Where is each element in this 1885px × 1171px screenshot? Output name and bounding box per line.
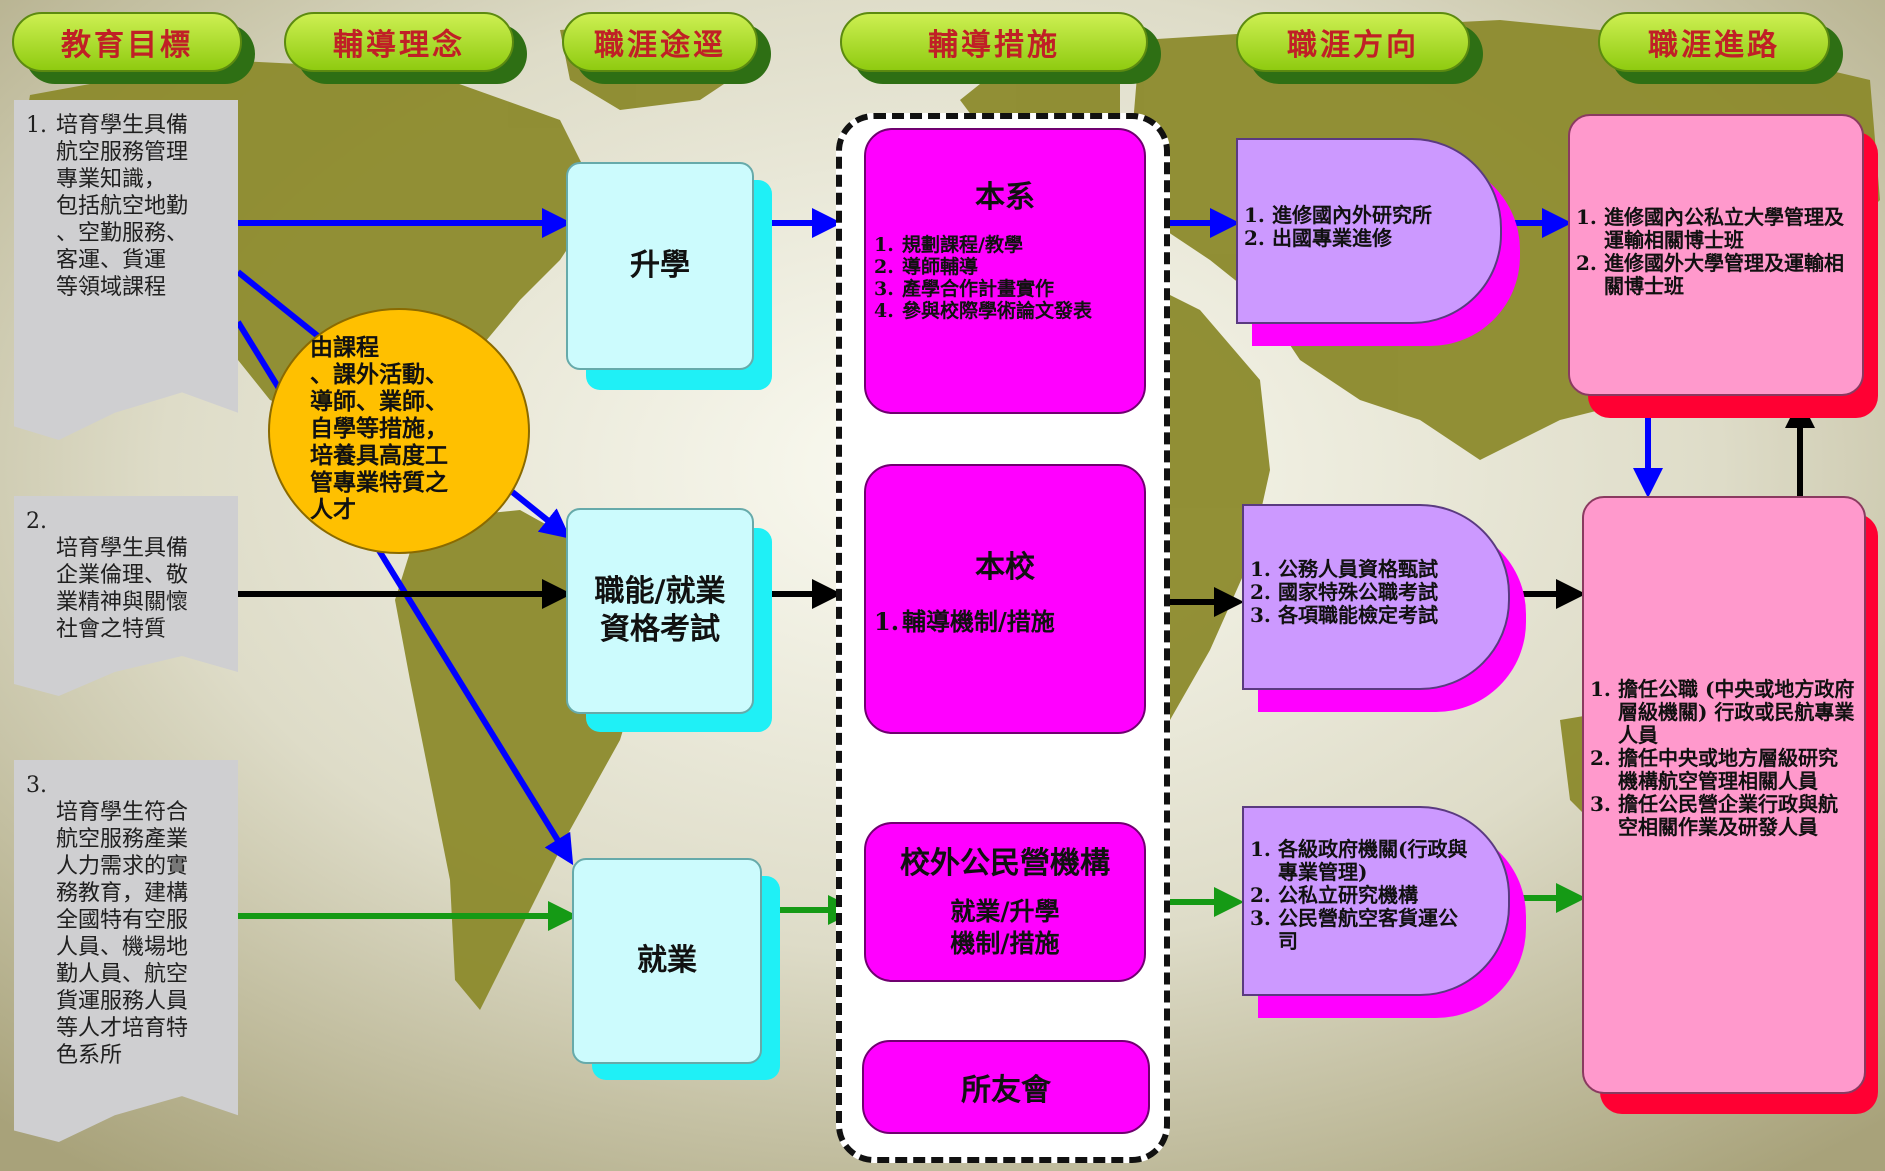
header-paths: 職涯途逕 (562, 12, 771, 84)
goal-3-number: 3. (26, 773, 47, 798)
career-2-item: 1.擔任公職 (中央或地方政府層級機關) 行政或民航專業人員 (1590, 677, 1855, 747)
direction-2-item: 3.各項職能檢定考試 (1250, 603, 1438, 627)
goal-box-3: 3. 培育學生符合 航空服務產業 人力需求的實 務教育，建構 全國特有空服 人員… (14, 760, 238, 1142)
measure-alumni: 所友會 (862, 1040, 1150, 1134)
direction-3-item: 1.各級政府機關(行政與專業管理) (1250, 837, 1468, 884)
direction-2-item: 1.公務人員資格甄試 (1250, 557, 1438, 581)
header-goals: 教育目標 (12, 12, 255, 84)
direction-3-item: 2.公私立研究機構 (1250, 883, 1418, 907)
goal-3-text: 培育學生符合 航空服務產業 人力需求的實 務教育，建構 全國特有空服 人員、機場… (56, 800, 189, 1068)
measure-dept: 本系 1.規劃課程/教學 2.導師輔導 3.產學合作計畫實作 4.參與校際學術論… (864, 128, 1146, 414)
direction-1-item: 2.出國專業進修 (1244, 226, 1392, 250)
measure-alumni-title: 所友會 (961, 1073, 1051, 1108)
direction-1-item: 1.進修國內外研究所 (1244, 203, 1432, 227)
measure-dept-item: 1.規劃課程/教學 (874, 234, 1023, 256)
direction-box-2: 1.公務人員資格甄試 2.國家特殊公職考試 3.各項職能檢定考試 (1242, 504, 1510, 690)
goal-box-1: 1. 培育學生具備 航空服務管理 專業知識， 包括航空地勤 、空勤服務、 客運、… (14, 100, 238, 440)
header-paths-label: 職涯途逕 (594, 28, 726, 63)
career-1-item: 2.進修國外大學管理及運輸相關博士班 (1576, 251, 1844, 298)
path-box-employment: 就業 (572, 858, 762, 1064)
goal-1-number: 1. (26, 113, 47, 138)
header-goals-label: 教育目標 (61, 28, 193, 63)
measure-external-sub: 就業/升學 機制/措施 (950, 897, 1060, 958)
direction-box-1: 1.進修國內外研究所 2.出國專業進修 (1236, 138, 1502, 324)
path-box-exams: 職能/就業 資格考試 (566, 508, 754, 714)
header-directions-label: 職涯方向 (1287, 28, 1419, 63)
measure-external: 校外公民營機構 就業/升學 機制/措施 (864, 822, 1146, 982)
measure-dept-item: 2.導師輔導 (874, 256, 979, 278)
measure-dept-item: 4.參與校際學術論文發表 (874, 300, 1093, 322)
measure-dept-item: 3.產學合作計畫實作 (874, 278, 1055, 300)
career-2-item: 3.擔任公民營企業行政與航空相關作業及研發人員 (1590, 792, 1838, 839)
measure-school: 本校 1.輔導機制/措施 (864, 464, 1146, 734)
career-box-2: 1.擔任公職 (中央或地方政府層級機關) 行政或民航專業人員 2.擔任中央或地方… (1582, 496, 1866, 1094)
header-concept-label: 輔導理念 (333, 28, 465, 63)
header-measures: 輔導措施 (840, 12, 1161, 84)
career-1-item: 1.進修國內公私立大學管理及運輸相關博士班 (1576, 205, 1844, 252)
direction-3-item: 3.公民營航空客貨運公司 (1250, 906, 1458, 953)
goal-2-text: 培育學生具備 企業倫理、敬 業精神與關懷 社會之特質 (56, 536, 189, 642)
goal-1-text: 培育學生具備 航空服務管理 專業知識， 包括航空地勤 、空勤服務、 客運、貨運 … (56, 113, 189, 300)
goal-2-number: 2. (26, 509, 47, 534)
header-directions: 職涯方向 (1236, 12, 1483, 84)
concept-circle: 由課程 、課外活動、 導師、業師、 自學等措施， 培養具高度工 管專業特質之 人… (268, 308, 530, 554)
measure-school-title: 本校 (975, 550, 1035, 585)
header-careers: 職涯進路 (1598, 12, 1843, 84)
career-box-1: 1.進修國內公私立大學管理及運輸相關博士班 2.進修國外大學管理及運輸相關博士班 (1568, 114, 1864, 396)
direction-box-3: 1.各級政府機關(行政與專業管理) 2.公私立研究機構 3.公民營航空客貨運公司 (1242, 806, 1510, 996)
header-measures-label: 輔導措施 (928, 28, 1060, 63)
direction-2-item: 2.國家特殊公職考試 (1250, 580, 1438, 604)
path-box-higher-ed: 升學 (566, 162, 754, 370)
career-2-item: 2.擔任中央或地方層級研究機構航空管理相關人員 (1590, 746, 1838, 793)
measure-school-item: 1.輔導機制/措施 (874, 607, 1055, 636)
measure-external-title: 校外公民營機構 (900, 846, 1110, 881)
header-concept: 輔導理念 (284, 12, 527, 84)
measure-dept-title: 本系 (975, 180, 1035, 215)
concept-text: 由課程 、課外活動、 導師、業師、 自學等措施， 培養具高度工 管專業特質之 人… (310, 334, 448, 523)
header-careers-label: 職涯進路 (1648, 28, 1780, 63)
